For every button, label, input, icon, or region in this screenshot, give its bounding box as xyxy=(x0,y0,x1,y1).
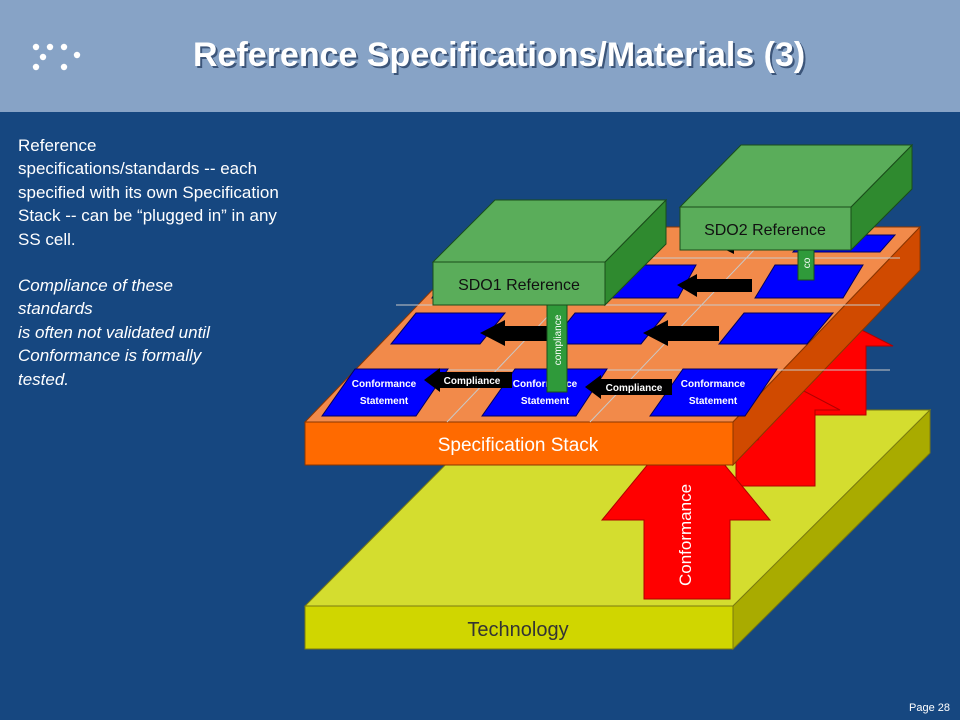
slide-title: Reference Specifications/Materials (3) xyxy=(193,36,806,74)
cell-r2-c3 xyxy=(717,312,835,345)
sdo1-label: SDO1 Reference xyxy=(458,277,580,294)
compliance-arrow-1-label: Compliance xyxy=(444,376,501,387)
sdo1-compliance-label: compliance xyxy=(553,314,564,365)
cell-r1-c1 xyxy=(321,368,449,417)
compliance-line-1: Compliance of these xyxy=(18,276,173,296)
technology-label: Technology xyxy=(467,619,568,641)
compliance-line-4: Conformance is formally xyxy=(18,346,202,366)
compliance-arrow-2 xyxy=(585,375,672,399)
conf-stmt-1-line2: Statement xyxy=(360,396,409,407)
conformance-statements: Conformance Statement Conformance Statem… xyxy=(352,379,746,407)
dots-logo-icon xyxy=(32,43,81,71)
conformance-label: Conformance xyxy=(676,484,695,586)
body-text: Reference specifications/standards -- ea… xyxy=(18,134,280,391)
compliance-line-5: tested. xyxy=(18,369,70,389)
black-arrow-r2-1 xyxy=(480,320,556,346)
spec-stack-front xyxy=(304,421,734,466)
conf-stmt-2-line2: Statement xyxy=(521,396,570,407)
sdo2-label: SDO2 Reference xyxy=(704,222,826,239)
technology-front xyxy=(304,605,734,650)
black-arrow-r3 xyxy=(677,274,752,297)
sdo1-compliance-bar xyxy=(546,304,568,393)
conf-stmt-3-line2: Statement xyxy=(689,396,738,407)
conformance-arrow-front xyxy=(600,417,772,600)
compliance-arrow-2-label: Compliance xyxy=(606,383,663,394)
sdo2-compliance-label: co xyxy=(802,257,813,268)
conf-stmt-1-line1: Conformance xyxy=(352,379,417,390)
paragraph-reference-specs: Reference specifications/standards -- ea… xyxy=(18,136,279,249)
conf-stmt-2-line1: Conformance xyxy=(513,379,578,390)
black-arrow-r2-2 xyxy=(643,320,719,346)
cell-r3-c3 xyxy=(754,264,864,299)
compliance-arrow-1 xyxy=(424,368,512,392)
sdo2-compliance-bar xyxy=(797,249,815,281)
title-bar xyxy=(0,0,960,112)
cell-r2-c1 xyxy=(389,312,507,345)
compliance-line-2: standards xyxy=(18,299,93,319)
conf-stmt-3-line1: Conformance xyxy=(681,379,746,390)
sdo2-box-front xyxy=(679,206,852,251)
compliance-line-3: is often not validated until xyxy=(18,322,210,342)
spec-stack-label: Specification Stack xyxy=(438,435,599,456)
page-number: Page 28 xyxy=(909,702,950,714)
sdo1-box-front xyxy=(432,261,606,306)
